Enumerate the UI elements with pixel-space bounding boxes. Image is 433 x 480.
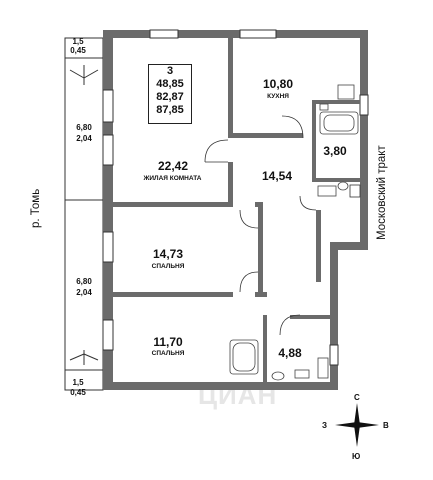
windows-top	[149, 29, 277, 39]
compass-west: З	[322, 421, 328, 430]
fixtures	[229, 84, 359, 381]
compass-east: В	[383, 421, 389, 430]
balcony-lower-b: 2,04	[76, 288, 92, 297]
door-swings	[204, 115, 317, 336]
balcony-strip	[64, 37, 104, 391]
total-area: 82,87	[156, 91, 184, 103]
compass-south: Ю	[352, 452, 361, 461]
windows-left	[102, 89, 114, 351]
total-area-with-balcony: 87,85	[156, 104, 184, 116]
bedroom-2-name: СПАЛЬНЯ	[151, 350, 185, 357]
interior-walls	[113, 38, 360, 382]
living-room-name: ЖИЛАЯ КОМНАТА	[143, 175, 202, 182]
kitchen-area: 10,80	[262, 77, 294, 91]
street-label: Московский тракт	[376, 145, 388, 240]
bedroom-2-area: 11,70	[153, 335, 183, 349]
bathroom-2-area: 4,88	[278, 346, 302, 360]
balcony-top-b: 0,45	[70, 46, 86, 55]
bedroom-1-area: 14,73	[152, 247, 184, 261]
outer-walls	[103, 30, 368, 390]
balcony-bottom-a: 1,5	[72, 378, 84, 387]
summary-box: 3 48,85 82,87 87,85	[148, 64, 192, 124]
balcony-upper-a: 6,80	[76, 123, 92, 132]
living-room-area: 22,42	[157, 159, 189, 173]
river-label: р. Томь	[30, 188, 42, 228]
rooms-count: 3	[166, 65, 174, 77]
living-area: 48,85	[156, 78, 184, 90]
compass-north: С	[354, 393, 360, 402]
hall-area: 14,54	[261, 169, 293, 183]
balcony-lower-a: 6,80	[76, 277, 92, 286]
kitchen-name: КУХНЯ	[267, 93, 289, 100]
balcony-bottom-b: 0,45	[70, 388, 86, 397]
balcony-upper-b: 2,04	[76, 134, 92, 143]
bathroom-area: 3,80	[323, 144, 347, 158]
bedroom-1-name: СПАЛЬНЯ	[151, 263, 185, 270]
balcony-top-a: 1,5	[72, 37, 84, 46]
